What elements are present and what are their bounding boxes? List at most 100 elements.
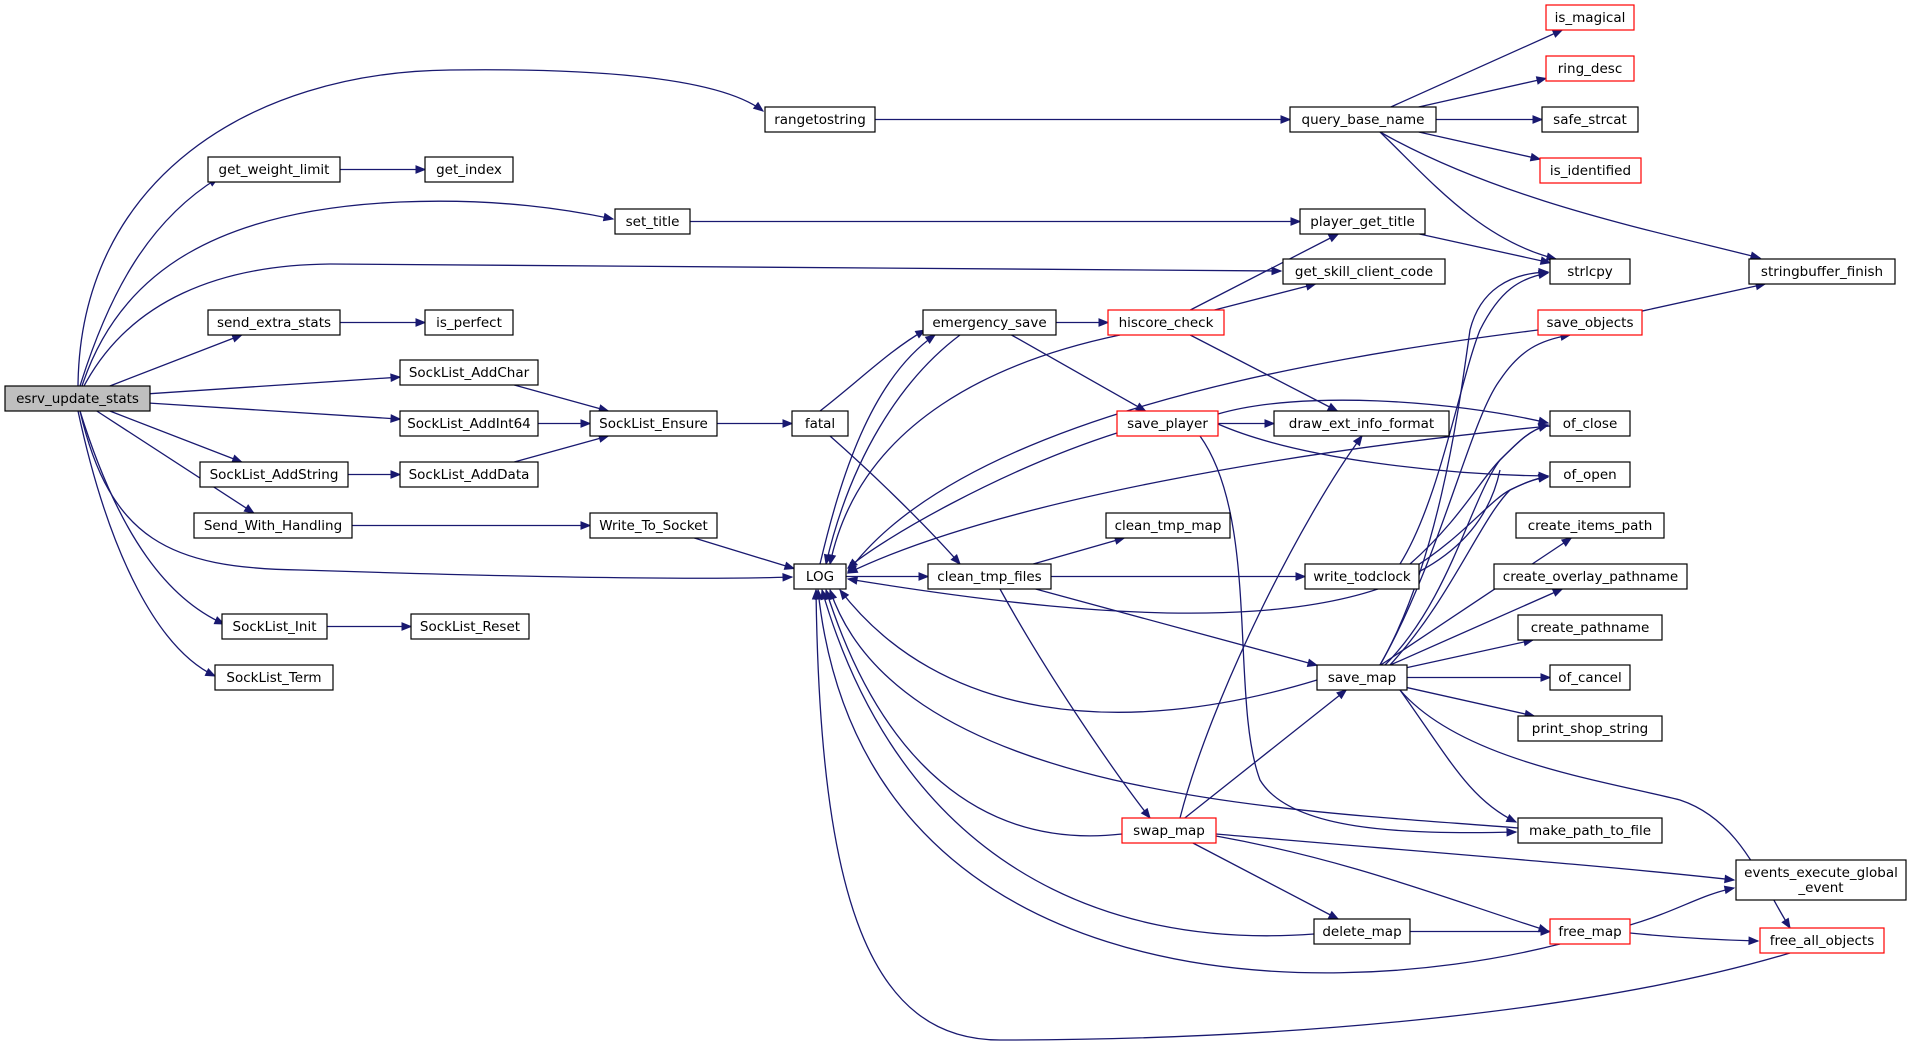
edge-line bbox=[83, 263, 1282, 387]
arrowhead bbox=[1529, 152, 1542, 162]
edge-line bbox=[847, 431, 1121, 569]
edge-save_map-to-of_cancel bbox=[1407, 673, 1552, 682]
node-label: is_identified bbox=[1550, 163, 1631, 179]
node-SockList_Init[interactable]: SockList_Init bbox=[221, 613, 328, 640]
node-is_magical[interactable]: is_magical bbox=[1545, 4, 1635, 31]
arrowhead bbox=[1506, 827, 1518, 837]
arrowhead bbox=[1336, 689, 1348, 700]
node-label: emergency_save bbox=[932, 315, 1046, 331]
node-SockList_AddData[interactable]: SockList_AddData bbox=[399, 461, 539, 488]
arrowhead bbox=[918, 572, 930, 581]
node-LOG[interactable]: LOG bbox=[793, 563, 847, 590]
edge-of_close-to-LOG bbox=[846, 425, 1551, 574]
node-label: SockList_Ensure bbox=[599, 416, 708, 432]
node-fatal[interactable]: fatal bbox=[791, 410, 849, 437]
arrowhead bbox=[204, 668, 217, 677]
edge-free_map-to-events_execute_global_event bbox=[1629, 885, 1736, 926]
node-hiscore_check[interactable]: hiscore_check bbox=[1107, 309, 1225, 336]
node-query_base_name[interactable]: query_base_name bbox=[1289, 106, 1437, 133]
node-box bbox=[424, 309, 514, 336]
arrowhead bbox=[1723, 885, 1736, 895]
node-create_pathname[interactable]: create_pathname bbox=[1517, 614, 1663, 641]
node-SockList_AddInt64[interactable]: SockList_AddInt64 bbox=[399, 410, 539, 437]
edge-LOG-to-clean_tmp_files bbox=[846, 572, 930, 581]
node-label: write_todclock bbox=[1313, 569, 1411, 585]
node-make_path_to_file[interactable]: make_path_to_file bbox=[1517, 817, 1663, 844]
node-strlcpy[interactable]: strlcpy bbox=[1549, 258, 1631, 285]
node-SockList_AddChar[interactable]: SockList_AddChar bbox=[399, 359, 539, 386]
node-SockList_Ensure[interactable]: SockList_Ensure bbox=[589, 410, 718, 437]
edge-line bbox=[1189, 334, 1338, 412]
edge-swap_map-to-events_execute_global_event bbox=[1215, 833, 1736, 884]
node-create_items_path[interactable]: create_items_path bbox=[1515, 512, 1665, 539]
node-is_perfect[interactable]: is_perfect bbox=[424, 309, 514, 336]
node-rangetostring[interactable]: rangetostring bbox=[764, 106, 876, 133]
node-save_player[interactable]: save_player bbox=[1116, 410, 1219, 437]
node-box bbox=[1759, 927, 1885, 954]
edge-write_todclock-to-LOG bbox=[846, 469, 1501, 614]
node-box bbox=[410, 613, 530, 640]
edge-esrv_update_stats-to-SockList_AddChar bbox=[149, 373, 402, 395]
node-of_close[interactable]: of_close bbox=[1549, 410, 1631, 437]
node-box bbox=[199, 461, 349, 488]
edge-query_base_name-to-safe_strcat bbox=[1436, 115, 1544, 124]
node-delete_map[interactable]: delete_map bbox=[1313, 918, 1411, 945]
node-get_weight_limit[interactable]: get_weight_limit bbox=[207, 156, 341, 183]
edge-hiscore_check-to-get_skill_client_code bbox=[1214, 282, 1317, 311]
node-clean_tmp_map[interactable]: clean_tmp_map bbox=[1105, 512, 1231, 539]
node-clean_tmp_files[interactable]: clean_tmp_files bbox=[927, 563, 1052, 590]
node-print_shop_string[interactable]: print_shop_string bbox=[1517, 715, 1663, 742]
node-label: create_overlay_pathname bbox=[1503, 569, 1678, 585]
node-emergency_save[interactable]: emergency_save bbox=[922, 309, 1057, 336]
node-set_title[interactable]: set_title bbox=[614, 208, 691, 235]
node-save_objects[interactable]: save_objects bbox=[1537, 309, 1643, 336]
node-player_get_title[interactable]: player_get_title bbox=[1299, 208, 1426, 235]
node-save_map[interactable]: save_map bbox=[1316, 664, 1408, 691]
edge-line bbox=[1217, 423, 1549, 477]
node-of_open[interactable]: of_open bbox=[1549, 461, 1631, 488]
node-free_all_objects[interactable]: free_all_objects bbox=[1759, 927, 1885, 954]
edge-save_map-to-of_close bbox=[1384, 423, 1550, 666]
node-is_identified[interactable]: is_identified bbox=[1539, 157, 1642, 184]
node-Write_To_Socket[interactable]: Write_To_Socket bbox=[589, 512, 718, 539]
arrowhead bbox=[1271, 266, 1283, 276]
node-send_extra_stats[interactable]: send_extra_stats bbox=[207, 309, 341, 336]
node-Send_With_Handling[interactable]: Send_With_Handling bbox=[193, 512, 353, 539]
node-box bbox=[1116, 410, 1219, 437]
node-free_map[interactable]: free_map bbox=[1549, 918, 1631, 945]
edge-save_map-to-create_items_path bbox=[1380, 537, 1573, 666]
node-box bbox=[424, 156, 514, 183]
edge-save_map-to-create_pathname bbox=[1406, 637, 1535, 669]
node-ring_desc[interactable]: ring_desc bbox=[1545, 55, 1635, 82]
node-create_overlay_pathname[interactable]: create_overlay_pathname bbox=[1493, 563, 1688, 590]
node-SockList_AddString[interactable]: SockList_AddString bbox=[199, 461, 349, 488]
node-draw_ext_info_format[interactable]: draw_ext_info_format bbox=[1273, 410, 1450, 437]
node-events_execute_global_event[interactable]: events_execute_global_event bbox=[1735, 859, 1907, 901]
edge-save_player-to-draw_ext_info_format bbox=[1218, 419, 1276, 428]
node-write_todclock[interactable]: write_todclock bbox=[1304, 563, 1420, 590]
node-stringbuffer_finish[interactable]: stringbuffer_finish bbox=[1748, 258, 1896, 285]
node-box bbox=[1121, 817, 1217, 844]
edge-line bbox=[1389, 476, 1549, 666]
node-label: esrv_update_stats bbox=[16, 391, 139, 407]
edge-SockList_Ensure-to-fatal bbox=[717, 419, 794, 428]
arrowhead bbox=[1538, 473, 1550, 483]
arrowhead bbox=[1290, 217, 1302, 226]
node-box bbox=[1515, 512, 1665, 539]
node-swap_map[interactable]: swap_map bbox=[1121, 817, 1217, 844]
node-esrv_update_stats[interactable]: esrv_update_stats bbox=[4, 385, 151, 412]
node-get_index[interactable]: get_index bbox=[424, 156, 514, 183]
arrowhead bbox=[950, 554, 961, 566]
node-label: make_path_to_file bbox=[1529, 823, 1651, 839]
edge-esrv_update_stats-to-LOG bbox=[79, 410, 794, 582]
node-get_skill_client_code[interactable]: get_skill_client_code bbox=[1282, 258, 1446, 285]
node-SockList_Reset[interactable]: SockList_Reset bbox=[410, 613, 530, 640]
edge-line bbox=[847, 469, 1501, 614]
node-safe_strcat[interactable]: safe_strcat bbox=[1541, 106, 1639, 133]
edge-delete_map-to-LOG bbox=[820, 588, 1315, 937]
node-SockList_Term[interactable]: SockList_Term bbox=[214, 664, 334, 691]
edge-line bbox=[1190, 233, 1339, 311]
node-of_cancel[interactable]: of_cancel bbox=[1549, 664, 1631, 691]
edge-save_map-to-make_path_to_file bbox=[1399, 689, 1518, 823]
node-label: swap_map bbox=[1133, 823, 1205, 839]
